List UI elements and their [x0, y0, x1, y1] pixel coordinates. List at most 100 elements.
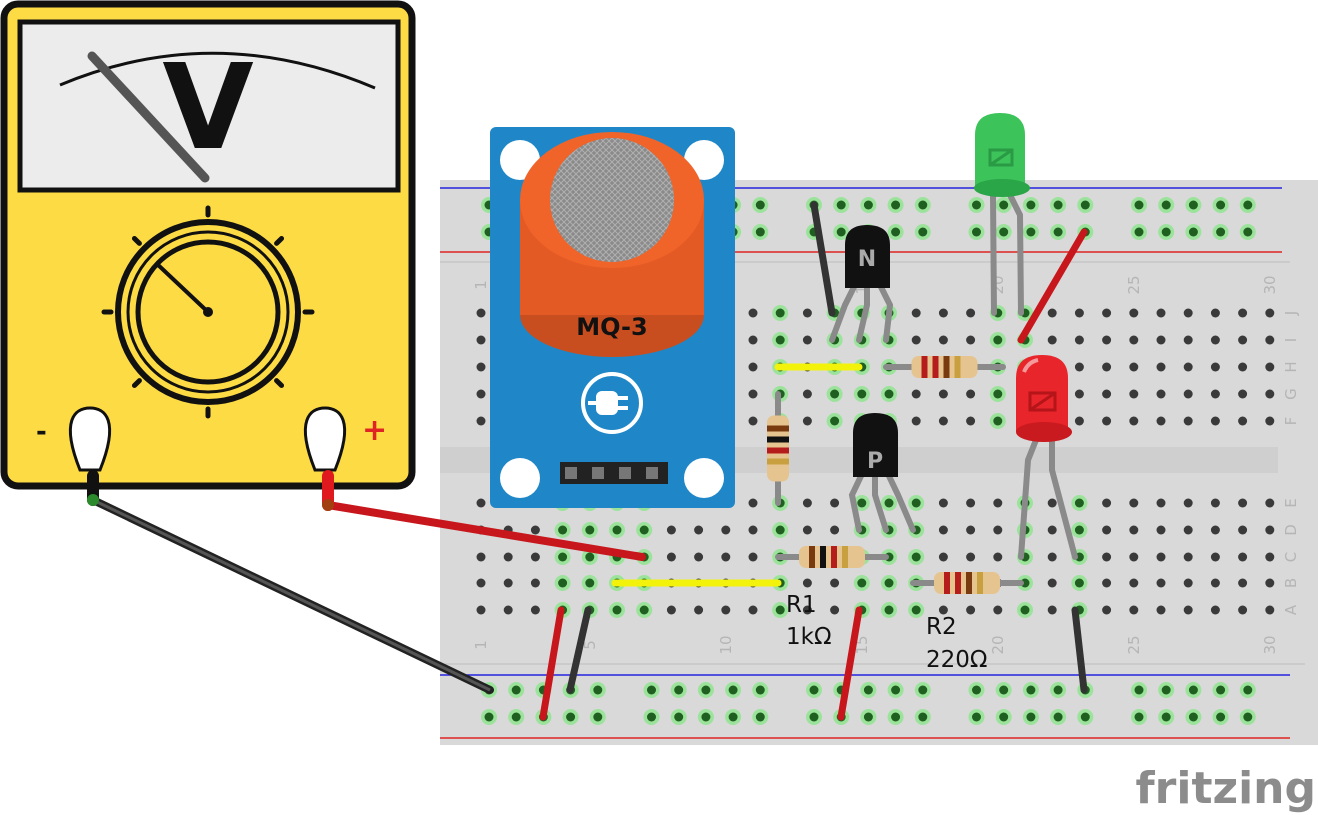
- breadboard-hole[interactable]: [1216, 227, 1226, 237]
- breadboard-hole[interactable]: [1156, 525, 1166, 535]
- breadboard-hole[interactable]: [1243, 712, 1253, 722]
- breadboard-hole[interactable]: [830, 605, 840, 615]
- breadboard-hole[interactable]: [863, 685, 873, 695]
- breadboard-hole[interactable]: [1129, 525, 1139, 535]
- breadboard-hole[interactable]: [1074, 335, 1084, 345]
- breadboard-hole[interactable]: [1102, 525, 1112, 535]
- breadboard-hole[interactable]: [585, 525, 595, 535]
- breadboard-hole[interactable]: [511, 685, 521, 695]
- breadboard-hole[interactable]: [1265, 525, 1275, 535]
- breadboard-hole[interactable]: [1129, 605, 1139, 615]
- breadboard-hole[interactable]: [966, 498, 976, 508]
- breadboard-hole[interactable]: [1161, 712, 1171, 722]
- breadboard-hole[interactable]: [830, 525, 840, 535]
- breadboard-hole[interactable]: [1265, 498, 1275, 508]
- resistor-r2[interactable]: [910, 572, 1024, 594]
- breadboard-hole[interactable]: [530, 552, 540, 562]
- breadboard-hole[interactable]: [612, 525, 622, 535]
- breadboard-hole[interactable]: [1210, 498, 1220, 508]
- breadboard-hole[interactable]: [1210, 525, 1220, 535]
- breadboard-hole[interactable]: [884, 498, 894, 508]
- breadboard-hole[interactable]: [993, 389, 1003, 399]
- red-wire[interactable]: [539, 606, 565, 721]
- breadboard-hole[interactable]: [993, 498, 1003, 508]
- breadboard-hole[interactable]: [1265, 362, 1275, 372]
- breadboard-hole[interactable]: [566, 712, 576, 722]
- breadboard-hole[interactable]: [511, 712, 521, 722]
- breadboard-hole[interactable]: [647, 685, 656, 695]
- breadboard-hole[interactable]: [1265, 578, 1275, 588]
- breadboard-hole[interactable]: [701, 712, 711, 722]
- breadboard-hole[interactable]: [802, 335, 812, 345]
- red-probe-wire[interactable]: [324, 501, 646, 561]
- breadboard-hole[interactable]: [1074, 578, 1084, 588]
- breadboard-hole[interactable]: [1161, 200, 1171, 210]
- breadboard-hole[interactable]: [993, 605, 1003, 615]
- breadboard-hole[interactable]: [1047, 578, 1057, 588]
- breadboard-hole[interactable]: [1265, 605, 1275, 615]
- breadboard-hole[interactable]: [585, 552, 595, 562]
- breadboard-hole[interactable]: [1210, 308, 1220, 318]
- breadboard-hole[interactable]: [755, 200, 765, 210]
- breadboard-hole[interactable]: [972, 712, 981, 722]
- breadboard-hole[interactable]: [1188, 712, 1198, 722]
- breadboard-hole[interactable]: [666, 525, 676, 535]
- breadboard-hole[interactable]: [755, 685, 765, 695]
- breadboard-hole[interactable]: [1156, 335, 1166, 345]
- breadboard-hole[interactable]: [911, 308, 921, 318]
- breadboard-hole[interactable]: [476, 362, 486, 372]
- breadboard-hole[interactable]: [476, 308, 486, 318]
- breadboard-hole[interactable]: [972, 200, 981, 210]
- breadboard-hole[interactable]: [1129, 578, 1139, 588]
- breadboard-hole[interactable]: [593, 712, 603, 722]
- breadboard-hole[interactable]: [1074, 525, 1084, 535]
- breadboard-hole[interactable]: [1134, 200, 1144, 210]
- breadboard-hole[interactable]: [1074, 389, 1084, 399]
- breadboard-hole[interactable]: [1216, 685, 1226, 695]
- breadboard-hole[interactable]: [802, 525, 812, 535]
- breadboard-hole[interactable]: [1053, 227, 1063, 237]
- breadboard-hole[interactable]: [1156, 498, 1166, 508]
- breadboard-hole[interactable]: [911, 498, 921, 508]
- green-led[interactable]: [974, 113, 1030, 197]
- breadboard-hole[interactable]: [884, 578, 894, 588]
- breadboard-hole[interactable]: [966, 308, 976, 318]
- breadboard-hole[interactable]: [1102, 362, 1112, 372]
- breadboard-hole[interactable]: [503, 552, 513, 562]
- breadboard-hole[interactable]: [728, 712, 738, 722]
- breadboard-hole[interactable]: [1210, 578, 1220, 588]
- breadboard-hole[interactable]: [1183, 525, 1193, 535]
- black-wire[interactable]: [566, 606, 592, 694]
- breadboard-hole[interactable]: [1238, 578, 1248, 588]
- breadboard-hole[interactable]: [476, 498, 486, 508]
- breadboard-hole[interactable]: [1080, 712, 1090, 722]
- breadboard-hole[interactable]: [802, 416, 812, 426]
- breadboard-hole[interactable]: [938, 335, 948, 345]
- breadboard-hole[interactable]: [558, 525, 568, 535]
- breadboard-hole[interactable]: [1183, 498, 1193, 508]
- selector-dial[interactable]: [101, 205, 315, 419]
- breadboard-hole[interactable]: [1238, 362, 1248, 372]
- resistor[interactable]: [767, 391, 789, 506]
- breadboard-hole[interactable]: [1129, 498, 1139, 508]
- breadboard-hole[interactable]: [748, 362, 758, 372]
- breadboard-hole[interactable]: [748, 389, 758, 399]
- breadboard-hole[interactable]: [694, 605, 704, 615]
- breadboard-hole[interactable]: [1156, 578, 1166, 588]
- breadboard-hole[interactable]: [830, 498, 840, 508]
- breadboard-hole[interactable]: [530, 605, 540, 615]
- breadboard-hole[interactable]: [1183, 308, 1193, 318]
- breadboard-hole[interactable]: [1156, 389, 1166, 399]
- breadboard-hole[interactable]: [639, 525, 649, 535]
- breadboard-hole[interactable]: [1183, 578, 1193, 588]
- breadboard-hole[interactable]: [891, 712, 901, 722]
- breadboard-hole[interactable]: [666, 605, 676, 615]
- breadboard-hole[interactable]: [1243, 685, 1253, 695]
- breadboard-hole[interactable]: [830, 578, 840, 588]
- breadboard-hole[interactable]: [1183, 552, 1193, 562]
- breadboard-hole[interactable]: [1102, 335, 1112, 345]
- breadboard-hole[interactable]: [1156, 552, 1166, 562]
- positive-probe-jack[interactable]: [304, 406, 346, 472]
- breadboard-hole[interactable]: [1026, 227, 1036, 237]
- breadboard-hole[interactable]: [1238, 498, 1248, 508]
